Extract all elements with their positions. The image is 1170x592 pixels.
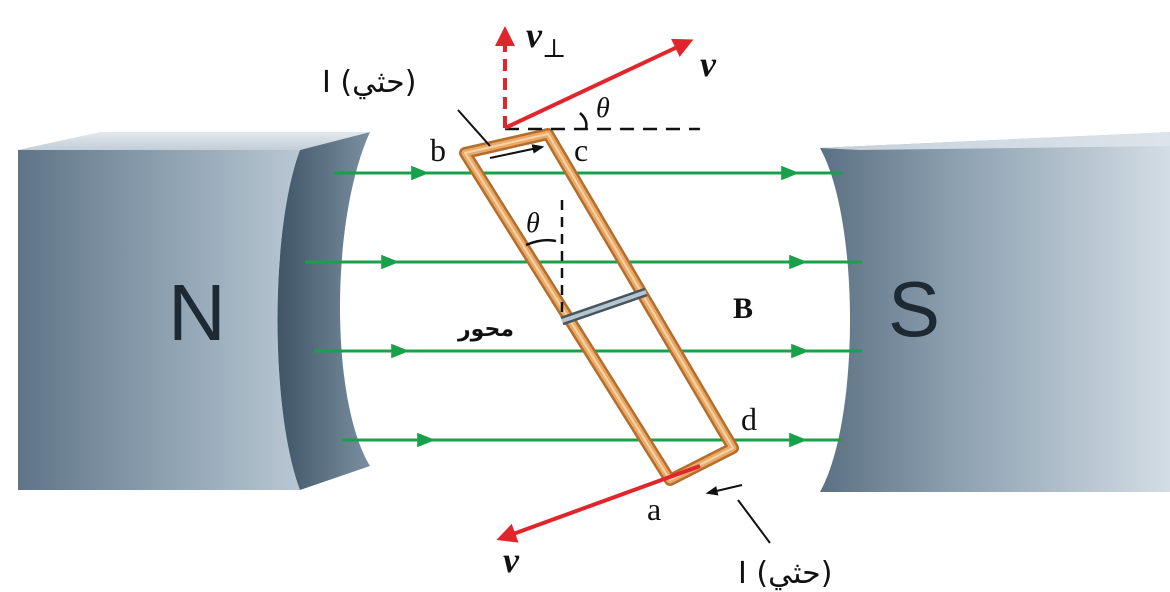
angle-label-lower: θ (526, 208, 540, 239)
v-bottom-arrow (496, 464, 701, 543)
corner-label-c: c (574, 132, 588, 168)
north-pole-label: N (168, 268, 226, 357)
axis-label: محور (457, 317, 514, 342)
current-arrows (457, 109, 771, 544)
angle-construction (505, 112, 700, 312)
corner-label-b: b (430, 132, 446, 168)
field-label: B (733, 292, 753, 325)
v-perp-label: v⊥ (526, 15, 566, 63)
v-bottom-label: v (503, 540, 520, 580)
v-top-label: v (700, 44, 717, 84)
south-pole-label: S (888, 265, 940, 353)
corner-label-d: d (741, 401, 757, 437)
angle-label-upper: θ (596, 93, 610, 124)
v-top-arrow (504, 38, 694, 130)
corner-label-a: a (647, 491, 661, 527)
field-lines (305, 165, 862, 448)
velocity-arrows (495, 26, 701, 543)
current-label-top: I (حثي) (322, 65, 416, 100)
north-magnet (18, 132, 370, 490)
current-label-bottom: I (حثي) (738, 556, 832, 591)
south-magnet (820, 132, 1170, 492)
wire-loop (459, 128, 739, 486)
